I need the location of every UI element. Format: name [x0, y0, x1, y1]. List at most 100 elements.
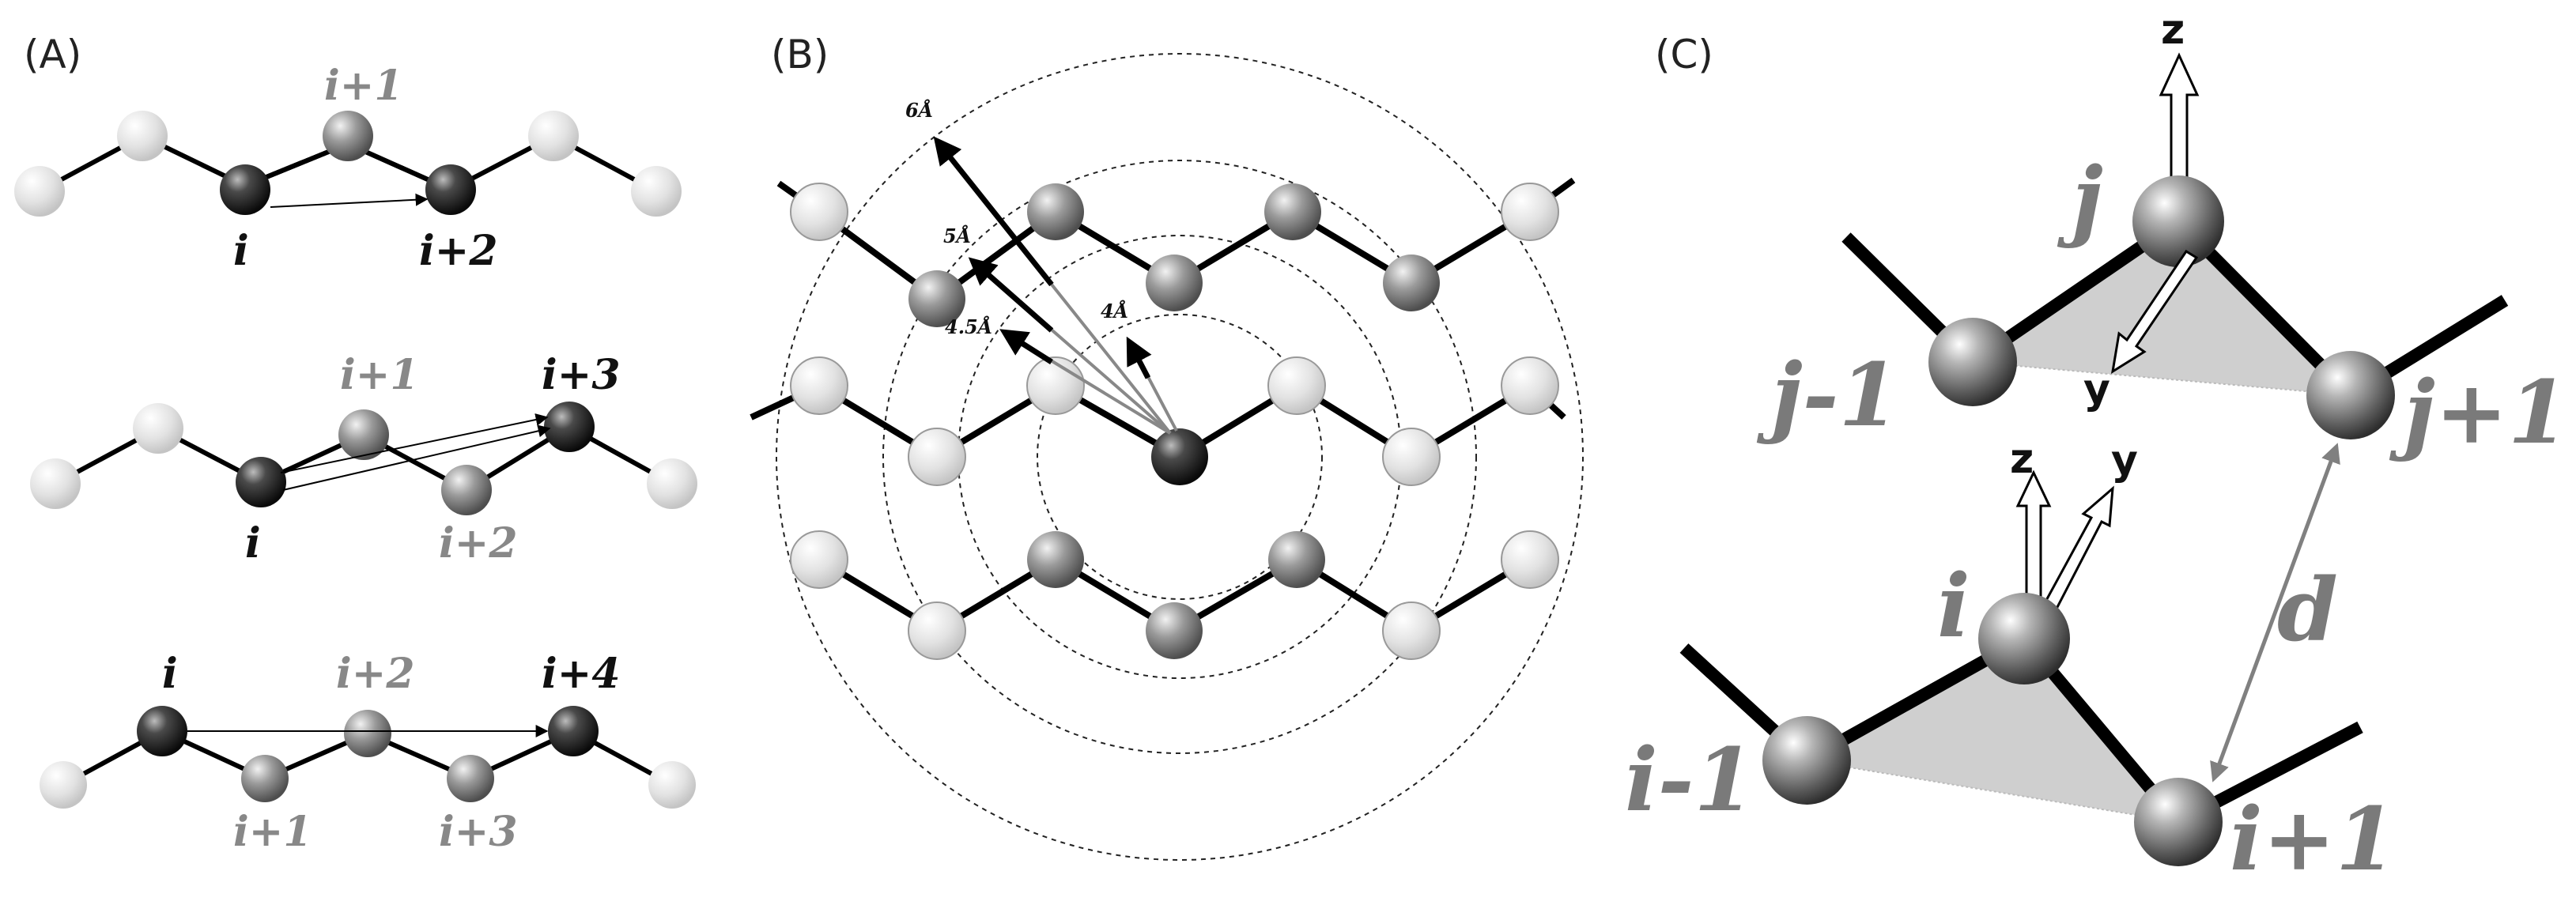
bead-mid: [1268, 531, 1325, 588]
radius-arrow-45: [999, 329, 1053, 364]
label-i: i: [162, 650, 178, 698]
radius-arrow-4: [1126, 336, 1152, 379]
bead-light: [1501, 530, 1559, 589]
cutoff-circle-5: [882, 160, 1477, 754]
bead-light: [14, 166, 65, 217]
bead-im1: [1762, 716, 1851, 805]
bead-light: [1501, 183, 1559, 241]
bead-light: [1382, 428, 1441, 486]
distance-arrow: [270, 193, 429, 208]
radius-arrow-5: [968, 257, 1054, 333]
label-zj: z: [2161, 6, 2185, 54]
bead-light: [647, 458, 697, 509]
label-ip1: i+1: [2230, 788, 2397, 890]
panel-a-letter: (A): [24, 32, 81, 77]
bead-i3: [544, 402, 595, 452]
bead-i: [137, 706, 187, 756]
label-i2: i+2: [439, 519, 518, 568]
y-arrow-i: [2042, 485, 2114, 612]
label-i: i: [245, 519, 261, 568]
bead-light: [790, 356, 848, 415]
label-zi: z: [2010, 436, 2034, 483]
bead-jm1: [1928, 318, 2017, 406]
bead-light: [631, 166, 682, 217]
label-i3: i+3: [542, 351, 621, 399]
bead-light: [790, 183, 848, 241]
panel-a: (A) i+1 i i+2: [14, 32, 697, 856]
bead-jp1: [2306, 351, 2395, 439]
label-jm1: j-1: [1756, 344, 1899, 446]
bead-ip1: [2134, 778, 2223, 866]
panel-c: (C) z y z y j j-1 j+1 i i-1: [1625, 6, 2569, 890]
label-j: j: [2057, 148, 2103, 250]
z-arrow-i: [2015, 469, 2052, 602]
bead-light: [648, 761, 696, 809]
label-i: i: [233, 227, 249, 275]
radius-label-6: 6Å: [905, 99, 933, 122]
bead-i2: [425, 164, 476, 215]
bead-mid: [1027, 183, 1084, 240]
label-i: i: [1937, 555, 1970, 657]
y-arrow-j: [2110, 249, 2199, 375]
bead-light: [908, 601, 966, 660]
distance-d-arrow: [2210, 443, 2340, 782]
bead-light: [133, 403, 183, 454]
bead-light: [1501, 356, 1559, 415]
distance-arrow: [282, 424, 551, 491]
label-i1: i+1: [340, 351, 419, 399]
bead-light: [528, 111, 579, 161]
bead-j: [2132, 175, 2224, 267]
bead-mid: [1146, 602, 1203, 659]
bead-light: [1267, 356, 1326, 415]
cutoff-circle-4: [1037, 314, 1323, 600]
bead-i2: [344, 710, 391, 757]
bead-center: [1151, 428, 1208, 485]
radius-arrow-6: [933, 136, 1054, 287]
bead-mid: [1027, 531, 1084, 588]
label-i1: i+1: [233, 808, 312, 856]
plane-i: [1807, 639, 2178, 822]
distance-arrow: [280, 413, 549, 473]
bead-i3: [447, 755, 494, 802]
bead-light: [30, 458, 81, 509]
bead-i: [220, 164, 270, 215]
radius-label-45: 4.5Å: [945, 315, 992, 338]
panel-b-letter: (B): [771, 32, 829, 77]
bead-i4: [548, 706, 599, 756]
bead-light: [1026, 356, 1085, 415]
bead-mid: [1264, 183, 1321, 240]
bead-i1: [338, 409, 389, 460]
bead-i2: [441, 465, 492, 515]
bead-i: [1978, 593, 2070, 684]
cutoff-circle-6: [776, 53, 1584, 861]
label-im1: i-1: [1625, 729, 1754, 831]
label-i2: i+2: [419, 227, 498, 275]
label-yi: y: [2111, 437, 2138, 485]
bead-light: [40, 761, 87, 809]
label-i2: i+2: [336, 650, 415, 698]
bead-light: [117, 111, 168, 161]
bead-i1: [241, 755, 289, 802]
bead-mid: [908, 270, 965, 327]
radius-label-5: 5Å: [943, 224, 971, 247]
bead-light: [790, 530, 848, 589]
label-jp1: j+1: [2389, 361, 2569, 463]
bead-light: [1382, 601, 1441, 660]
bead-mid: [1383, 255, 1440, 311]
label-i3: i+3: [439, 808, 518, 856]
panel-c-letter: (C): [1655, 32, 1713, 77]
bead-i: [236, 457, 286, 507]
label-d: d: [2277, 559, 2338, 661]
label-i1: i+1: [324, 62, 403, 110]
panel-a-row2: i+1 i+3 i i+2: [30, 351, 697, 568]
panel-b: (B): [750, 32, 1584, 861]
radius-label-4: 4Å: [1101, 300, 1128, 322]
bead-light: [908, 428, 966, 486]
panel-a-row3: i i+2 i+4 i+1 i+3: [40, 650, 696, 856]
label-i4: i+4: [542, 650, 621, 698]
bead-i1: [323, 111, 373, 161]
bead-mid: [1146, 255, 1203, 311]
panel-a-row1: i+1 i i+2: [14, 62, 682, 275]
label-yj: y: [2083, 366, 2110, 413]
